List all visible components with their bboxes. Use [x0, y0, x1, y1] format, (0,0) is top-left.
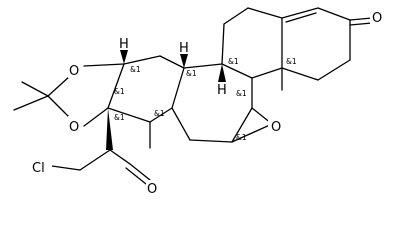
chlorine-label: Cl — [32, 161, 45, 176]
ring-b — [221, 7, 283, 91]
stereo-label-7: &1 — [114, 87, 125, 96]
oxygen-side-chain-label: O — [147, 182, 157, 197]
stereo-label-4: &1 — [286, 57, 297, 66]
oxygen-ketone-label: O — [372, 11, 382, 26]
stereo-label-5: &1 — [236, 89, 247, 98]
stereo-label-8: &1 — [114, 113, 125, 122]
hydrogen-c8-label: H — [217, 83, 227, 98]
stereo-bonds — [120, 50, 226, 82]
hydrogen-c16-label: H — [179, 41, 189, 56]
stereo-label-6: &1 — [236, 133, 247, 142]
oxygen-epoxide-label: O — [271, 120, 281, 135]
oxygen-acetal-lower-label: O — [69, 120, 79, 135]
stereo-label-3: &1 — [228, 57, 239, 66]
ring-d — [107, 55, 185, 149]
acetonide-ring — [13, 63, 125, 127]
stereo-label-1: &1 — [130, 65, 141, 74]
oxygen-acetal-upper-label: O — [69, 64, 79, 79]
hydrogen-c14-label: H — [119, 37, 129, 52]
stereo-label-2: &1 — [186, 69, 197, 78]
molecule-structure-diagram: O O O O O Cl H H H &1 &1 &1 &1 &1 &1 &1 … — [13, 6, 384, 197]
ring-a — [281, 7, 373, 81]
side-chain — [51, 108, 151, 185]
stereo-label-9: &1 — [154, 109, 165, 118]
